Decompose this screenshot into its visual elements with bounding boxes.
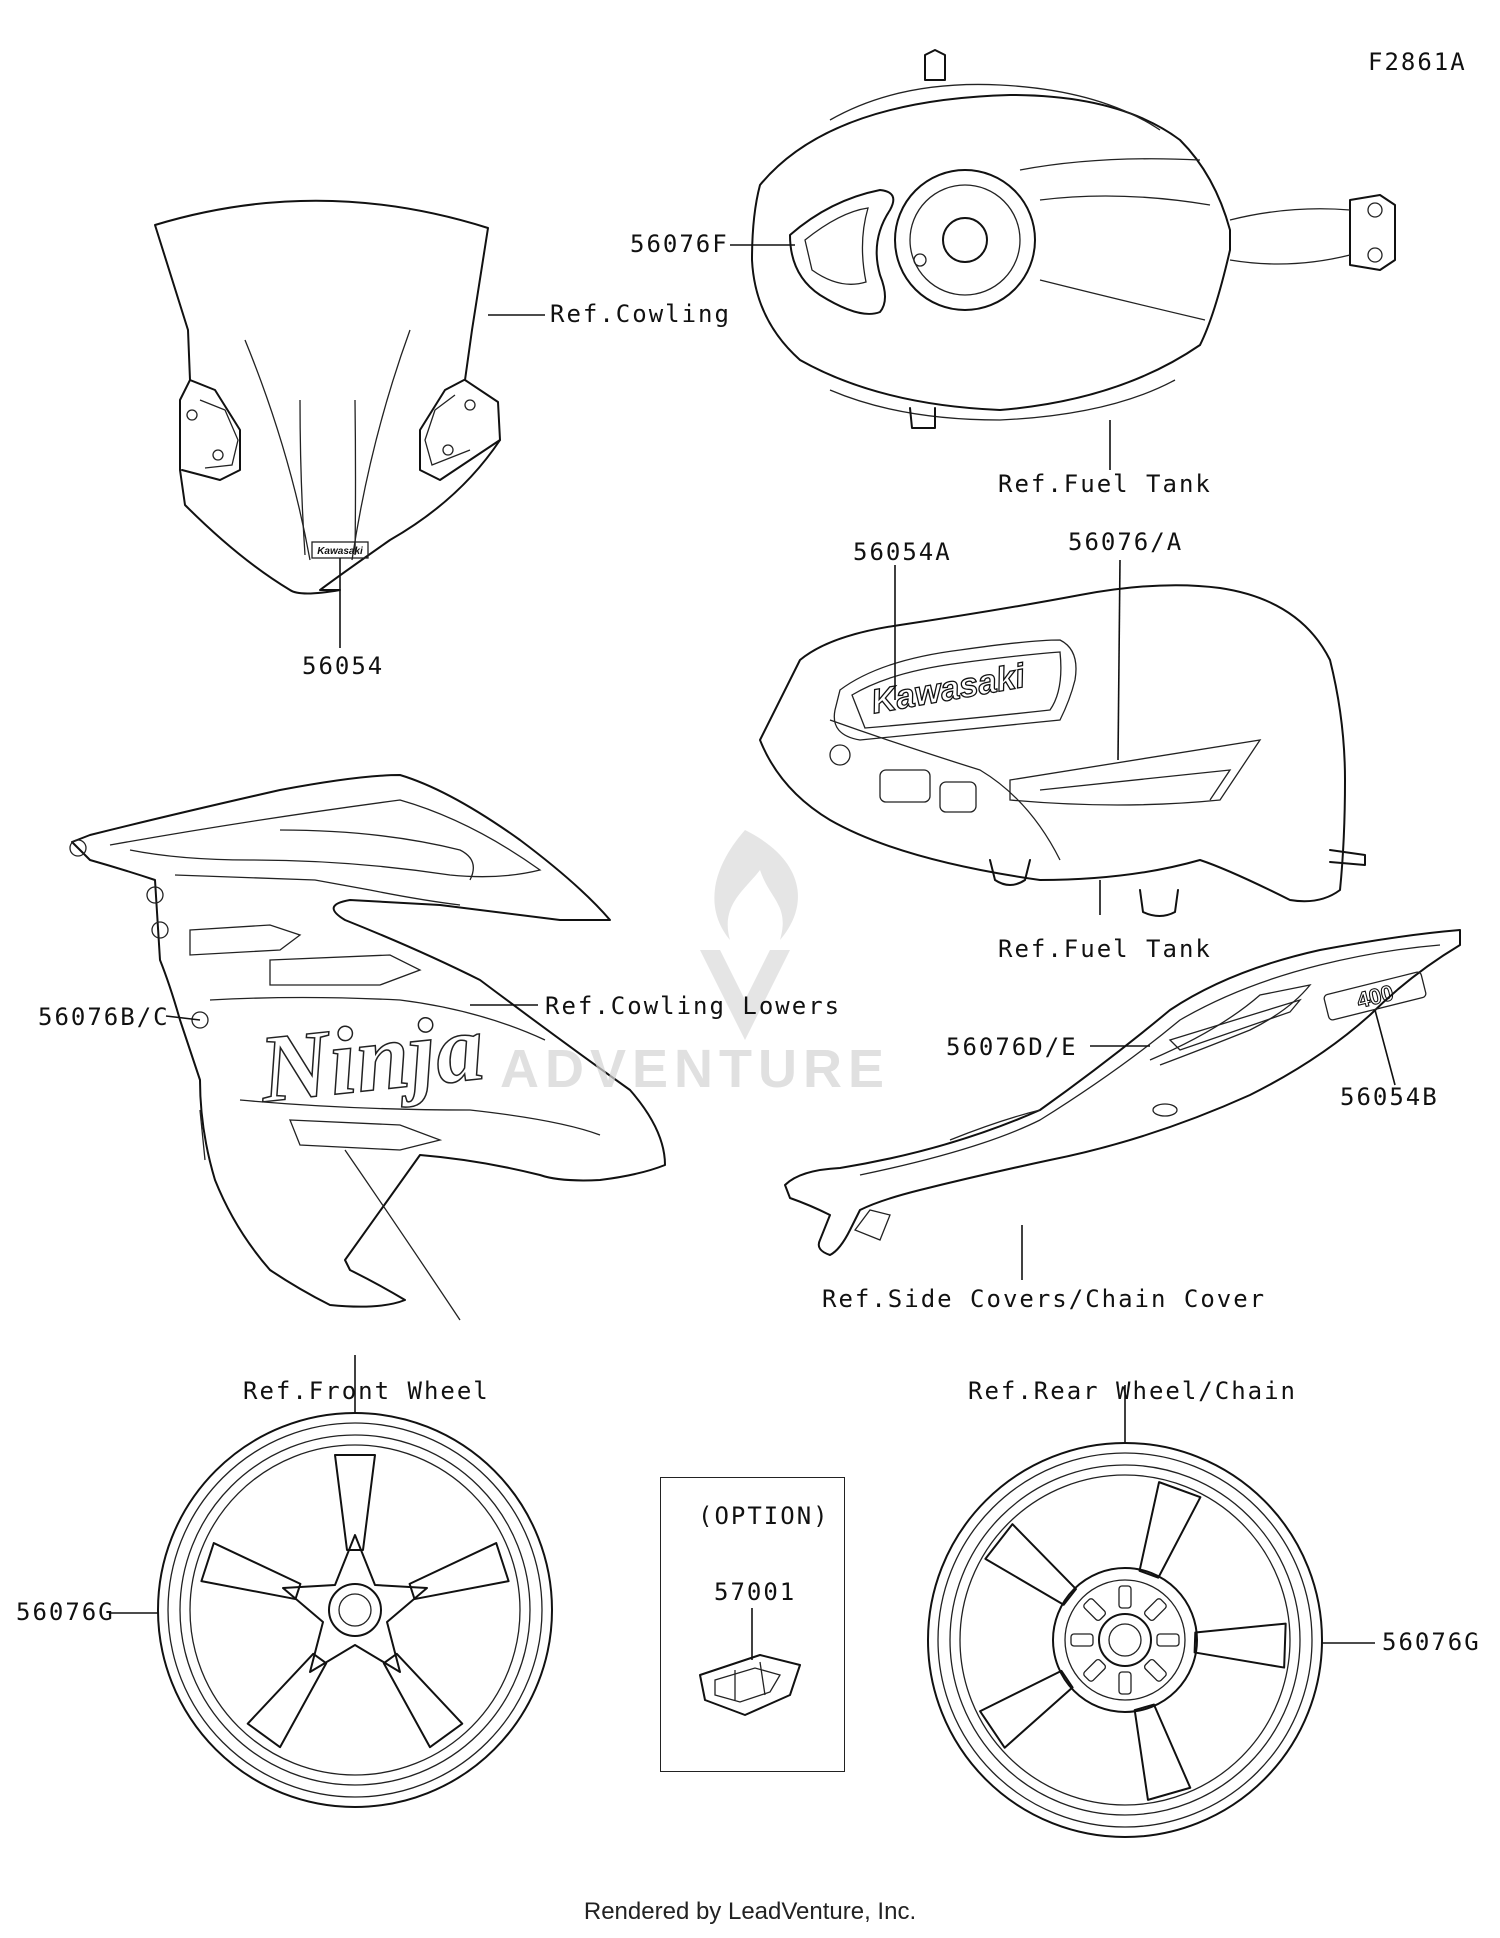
rear-wheel-drawing — [927, 1385, 1375, 1838]
callout-side-cover-part: 56076D/E — [946, 1033, 1078, 1061]
windshield-drawing: Kawasaki — [154, 199, 545, 648]
callout-front-wheel-part: 56076G — [16, 1598, 115, 1626]
callout-windshield-part: 56054 — [302, 652, 385, 680]
tank-logo-lettering: Kawasaki — [868, 657, 1029, 722]
front-wheel-drawing — [110, 1355, 553, 1808]
callout-side-cover-num: 56054B — [1340, 1083, 1439, 1111]
callout-tank-side-stripe: 56076/A — [1068, 528, 1184, 556]
watermark-logo — [700, 830, 798, 1040]
option-box — [660, 1477, 845, 1772]
figure-code: F2861A — [1368, 48, 1467, 76]
cowling-drawing: Ninja — [69, 774, 666, 1321]
watermark-text: ADVENTURE — [500, 1039, 891, 1099]
windshield-logo-lettering: Kawasaki — [317, 546, 363, 557]
option-part-drawing — [699, 1608, 801, 1716]
fuel-tank-top-drawing — [730, 49, 1396, 470]
callout-rear-wheel-part: 56076G — [1382, 1628, 1481, 1656]
callout-tank-top-part: 56076F — [630, 230, 729, 258]
callout-rear-wheel-ref: Ref.Rear Wheel/Chain — [968, 1377, 1297, 1405]
fuel-tank-side-drawing: Kawasaki — [759, 559, 1366, 917]
callout-side-cover-ref: Ref.Side Covers/Chain Cover — [822, 1285, 1267, 1313]
option-title: (OPTION) — [698, 1502, 830, 1530]
side-cover-400-lettering: 400 — [1354, 980, 1396, 1013]
callout-tank-side-logo: 56054A — [853, 538, 952, 566]
callout-windshield-ref: Ref.Cowling — [550, 300, 731, 328]
callout-cowl-part: 56076B/C — [38, 1003, 170, 1031]
ninja-lettering: Ninja — [254, 993, 489, 1123]
footer-credit: Rendered by LeadVenture, Inc. — [583, 1898, 917, 1925]
callout-front-wheel-ref: Ref.Front Wheel — [243, 1377, 490, 1405]
callout-cowl-ref: Ref.Cowling Lowers — [545, 992, 842, 1020]
option-part-number: 57001 — [714, 1578, 797, 1606]
callout-tank-top-ref: Ref.Fuel Tank — [998, 470, 1212, 498]
callout-tank-side-ref: Ref.Fuel Tank — [998, 935, 1212, 963]
